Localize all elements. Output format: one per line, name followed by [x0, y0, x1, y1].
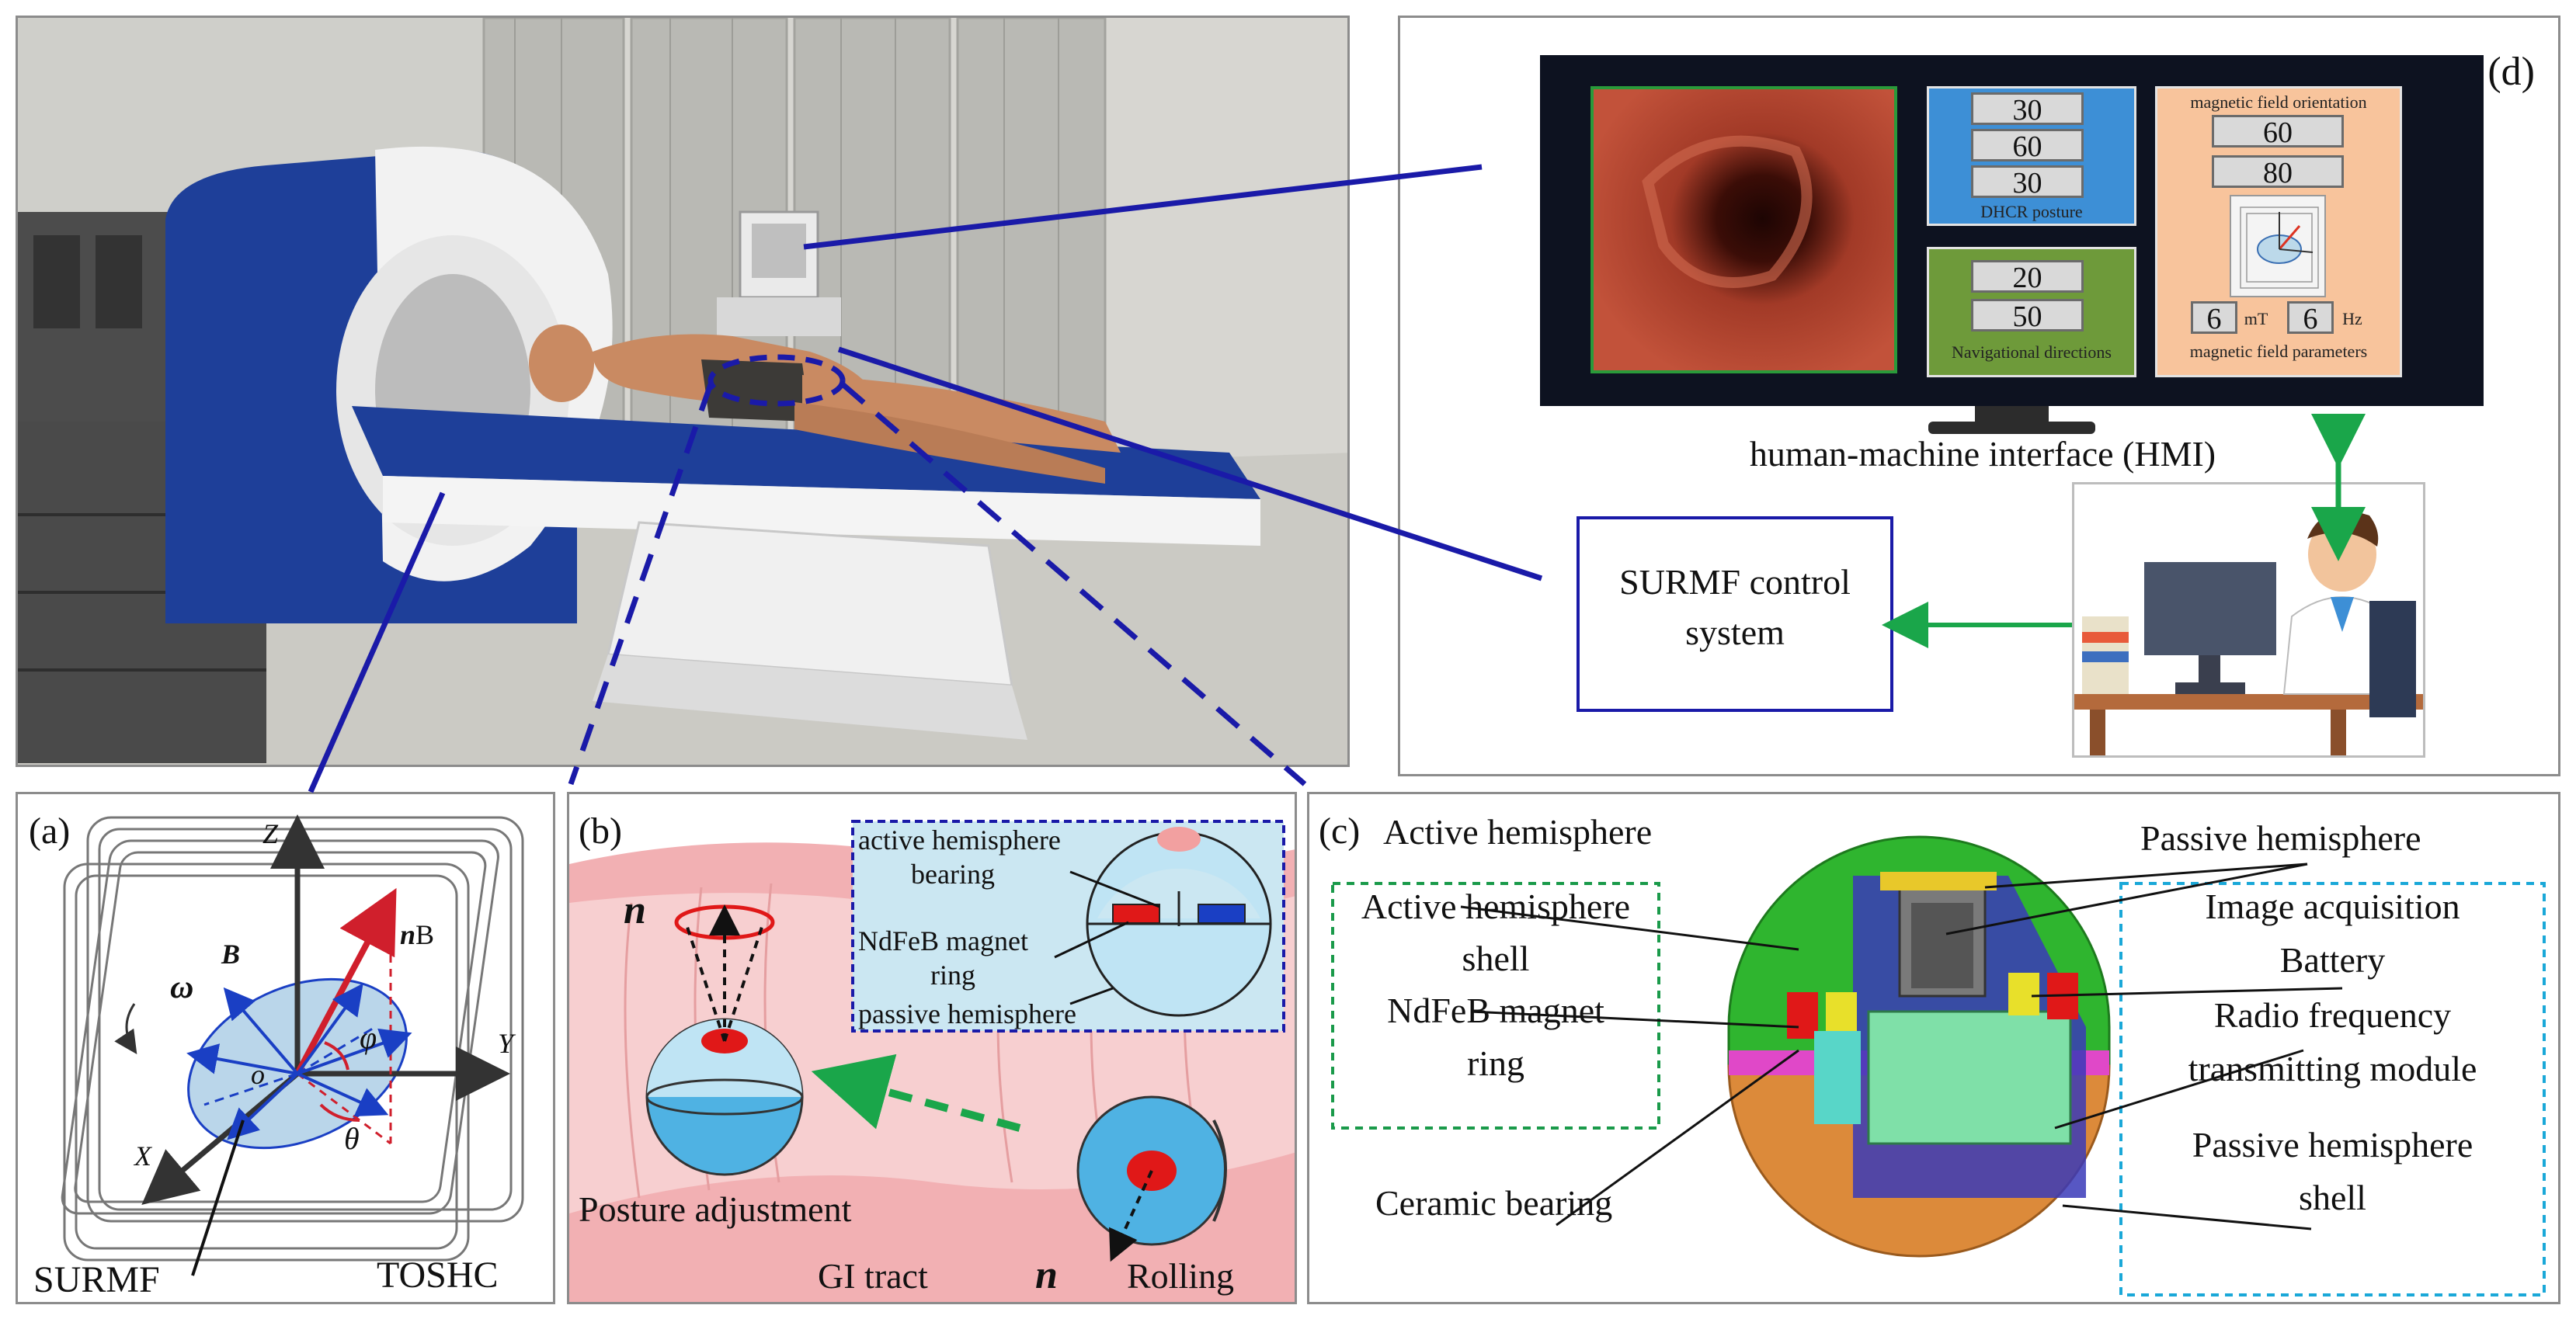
inset-magnet-line-1: NdFeB magnet: [858, 925, 1028, 956]
omega-symbol: ω: [170, 970, 194, 1005]
posture-caption: DHCR posture: [1980, 202, 2083, 221]
orientation-caption: magnetic field orientation: [2190, 92, 2367, 112]
axis-x-label: X: [134, 1140, 151, 1171]
passive-hemisphere-title: Passive hemisphere: [2140, 818, 2421, 858]
panel-b-label: (b): [579, 810, 622, 852]
active-hemisphere-title: Active hemisphere: [1383, 812, 1653, 852]
nav-value-2: 50: [1971, 299, 2084, 332]
panel-d-label: (d): [2487, 50, 2535, 94]
orientation-value-1: 60: [2212, 115, 2344, 148]
passive-shell-line-1: Passive hemisphere: [2192, 1125, 2473, 1165]
rf-module-line-2: transmitting module: [2188, 1049, 2477, 1088]
nav-caption: Navigational directions: [1952, 342, 2112, 362]
monitor-base: [1928, 422, 2095, 434]
panel-a: (a) Z Y X o ω B nB φ θ SURMF TOSHC: [16, 792, 555, 1304]
control-system-line-2: system: [1685, 613, 1785, 652]
posture-value-1: 30: [1971, 92, 2084, 126]
control-system-line-1: SURMF control: [1619, 562, 1851, 602]
normal-vector-n-bottom: n: [1035, 1253, 1058, 1297]
theta-symbol: θ: [344, 1121, 360, 1156]
field-diagram-thumbnail: [2230, 195, 2326, 297]
gi-tract-diagram: [569, 820, 1295, 1302]
orientation-value-2: 80: [2212, 155, 2344, 189]
posture-value-3: 30: [1971, 165, 2084, 199]
nb-symbol-sub: B: [415, 919, 435, 950]
battery-label: Battery: [2279, 940, 2386, 980]
rf-module-line-1: Radio frequency: [2213, 995, 2452, 1035]
endoscope-view: [1590, 86, 1897, 373]
axis-z-label: Z: [262, 818, 279, 849]
toshc-label: TOSHC: [377, 1255, 499, 1296]
normal-vector-n-top: n: [624, 888, 646, 932]
field-caption: magnetic field parameters: [2189, 342, 2368, 361]
inset-active-line-2: bearing: [911, 859, 995, 890]
passive-shell-line-2: shell: [2299, 1178, 2366, 1217]
monitor-stand: [1975, 406, 2049, 423]
inset-passive-label: passive hemisphere: [858, 998, 1076, 1029]
posture-value-2: 60: [1971, 129, 2084, 162]
panel-b: (b) active hemisphere bearing NdFeB magn…: [567, 792, 1297, 1304]
magnet-ring-line-2: ring: [1466, 1043, 1525, 1083]
axis-y-label: Y: [498, 1028, 514, 1059]
image-acquisition-label: Image acquisition: [2205, 887, 2460, 926]
inset-active-line-1: active hemisphere: [858, 824, 1061, 856]
origin-label: o: [251, 1059, 265, 1090]
b-field-symbol: B: [221, 939, 241, 970]
coil-axes-diagram: [61, 814, 524, 1276]
rolling-label: Rolling: [1127, 1256, 1235, 1296]
nav-value-1: 20: [1971, 260, 2084, 293]
active-shell-line-1: Active hemisphere: [1361, 887, 1631, 926]
nb-symbol: nB: [400, 918, 434, 951]
panel-c: (c) Active hemisphere Passive hemisphere…: [1307, 792, 2560, 1304]
field-unit-2: Hz: [2342, 309, 2362, 328]
active-shell-line-2: shell: [1462, 939, 1530, 978]
field-unit-1: mT: [2244, 309, 2268, 328]
panel-d: (d) 30 60 30 DHCR posture 20 50 Navigati…: [1398, 16, 2560, 776]
capsule-cutaway-diagram: [1331, 835, 2546, 1296]
panel-d-arrows: [1882, 414, 2366, 648]
surmf-label: SURMF: [33, 1259, 160, 1300]
nb-symbol-n: n: [400, 919, 416, 950]
magnet-ring-line-1: NdFeB magnet: [1387, 991, 1604, 1030]
field-value-2: 6: [2287, 301, 2334, 335]
posture-adjustment-label: Posture adjustment: [579, 1189, 852, 1229]
panel-c-label: (c): [1319, 810, 1361, 852]
hmi-caption: human-machine interface (HMI): [1749, 434, 2216, 474]
ceramic-bearing-label: Ceramic bearing: [1375, 1183, 1613, 1223]
panel-a-label: (a): [29, 810, 71, 852]
inset-magnet-line-2: ring: [930, 960, 975, 991]
mri-scene-illustration: [18, 18, 1347, 765]
field-value-1: 6: [2191, 301, 2237, 335]
gi-tract-label: GI tract: [818, 1256, 928, 1296]
phi-symbol: φ: [360, 1020, 377, 1055]
mri-scene-panel: [16, 16, 1350, 767]
